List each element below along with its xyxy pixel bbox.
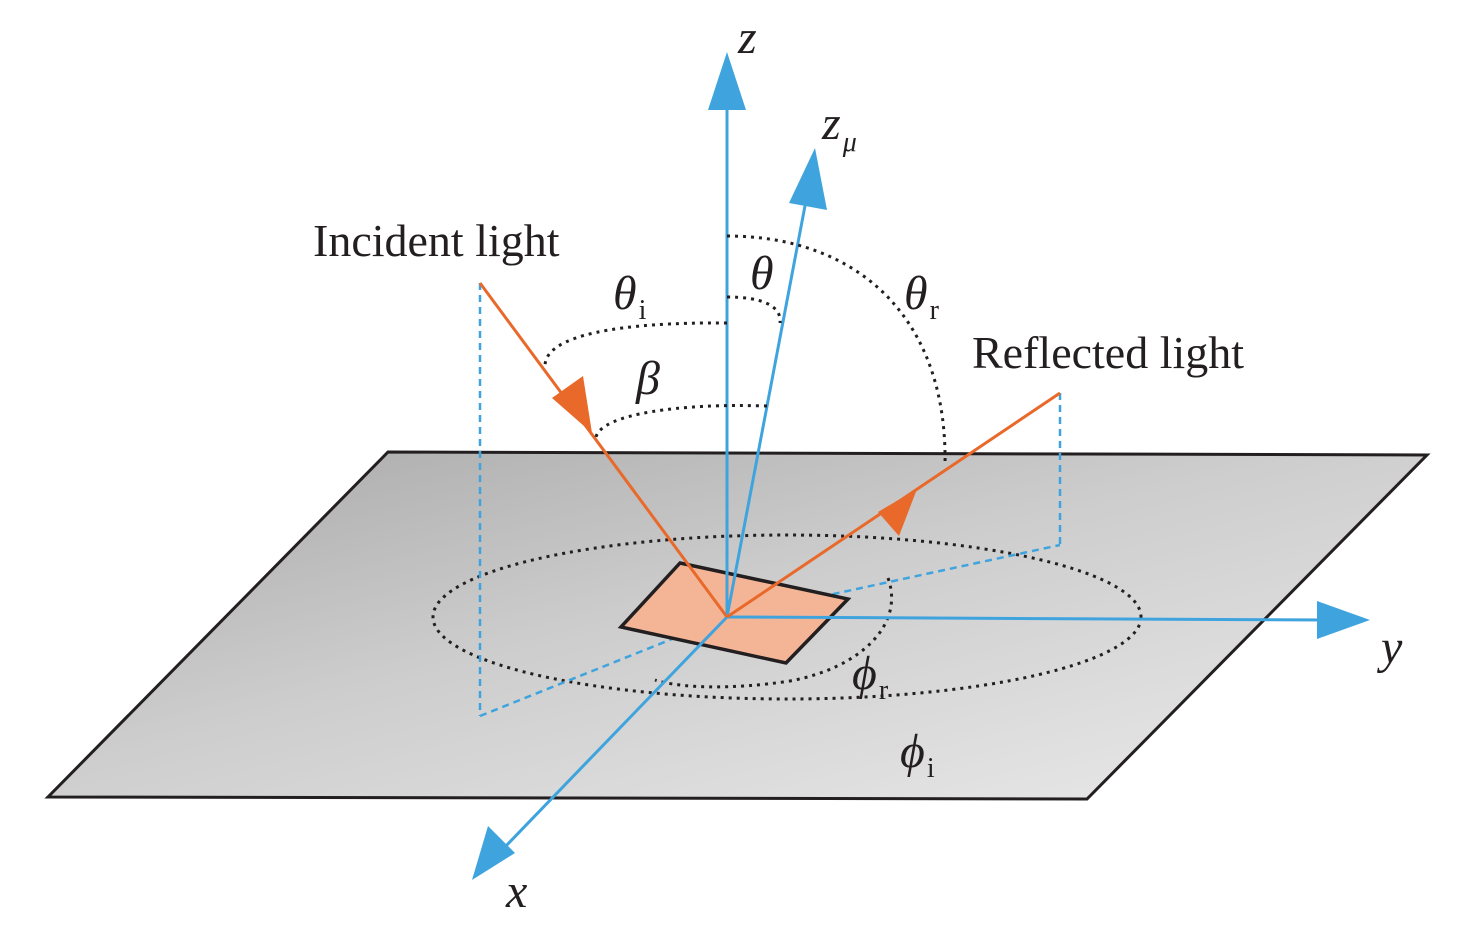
theta-r-label-main: θ xyxy=(904,267,928,320)
reflected-ray-arrowhead xyxy=(878,489,917,536)
phi-r-label-subscript: r xyxy=(878,675,889,706)
phi-i-label-subscript: i xyxy=(926,753,935,784)
x-axis-line xyxy=(500,615,729,852)
z-mu-axis-label-subscript: μ xyxy=(842,127,857,158)
beta-label: β xyxy=(636,352,660,405)
z-mu-axis-label-main: z xyxy=(822,97,841,150)
z-axis-label: z xyxy=(738,11,757,64)
incident-ray-arrowhead xyxy=(552,376,592,433)
phi-i-label: ϕi xyxy=(900,728,935,783)
phi-r-arc xyxy=(654,577,894,689)
theta-i-label-subscript: i xyxy=(638,295,647,326)
theta-r-label: θr xyxy=(904,270,939,325)
z-mu-axis-arrowhead xyxy=(789,148,827,210)
z-axis-arrowhead xyxy=(708,52,746,110)
reflected-projection-floor xyxy=(726,543,1061,619)
z-mu-axis-label: zμ xyxy=(822,100,857,157)
theta-label: θ xyxy=(750,247,774,300)
phi-i-label-main: ϕ xyxy=(900,725,925,778)
theta-r-arc xyxy=(726,234,947,467)
y-axis-line xyxy=(726,615,1331,622)
x-axis-label: x xyxy=(506,865,528,918)
theta-arc xyxy=(726,295,782,324)
phi-r-label: ϕr xyxy=(852,650,888,705)
phi-r-label-main: ϕ xyxy=(852,647,877,700)
incident-light-label: Incident light xyxy=(313,215,560,266)
theta-r-label-subscript: r xyxy=(929,295,939,326)
theta-i-arc xyxy=(543,321,728,367)
theta-i-label: θi xyxy=(613,270,646,325)
beta-arc xyxy=(594,404,768,438)
azimuth-ellipse xyxy=(431,533,1143,701)
z-mu-axis-line xyxy=(725,189,810,618)
reflected-light-label: Reflected light xyxy=(972,327,1245,378)
theta-i-label-main: θ xyxy=(613,267,637,320)
y-axis-arrowhead xyxy=(1317,601,1370,639)
y-axis-label: y xyxy=(1381,621,1403,674)
x-axis-arrowhead xyxy=(472,826,515,880)
incident-ray xyxy=(478,282,729,618)
